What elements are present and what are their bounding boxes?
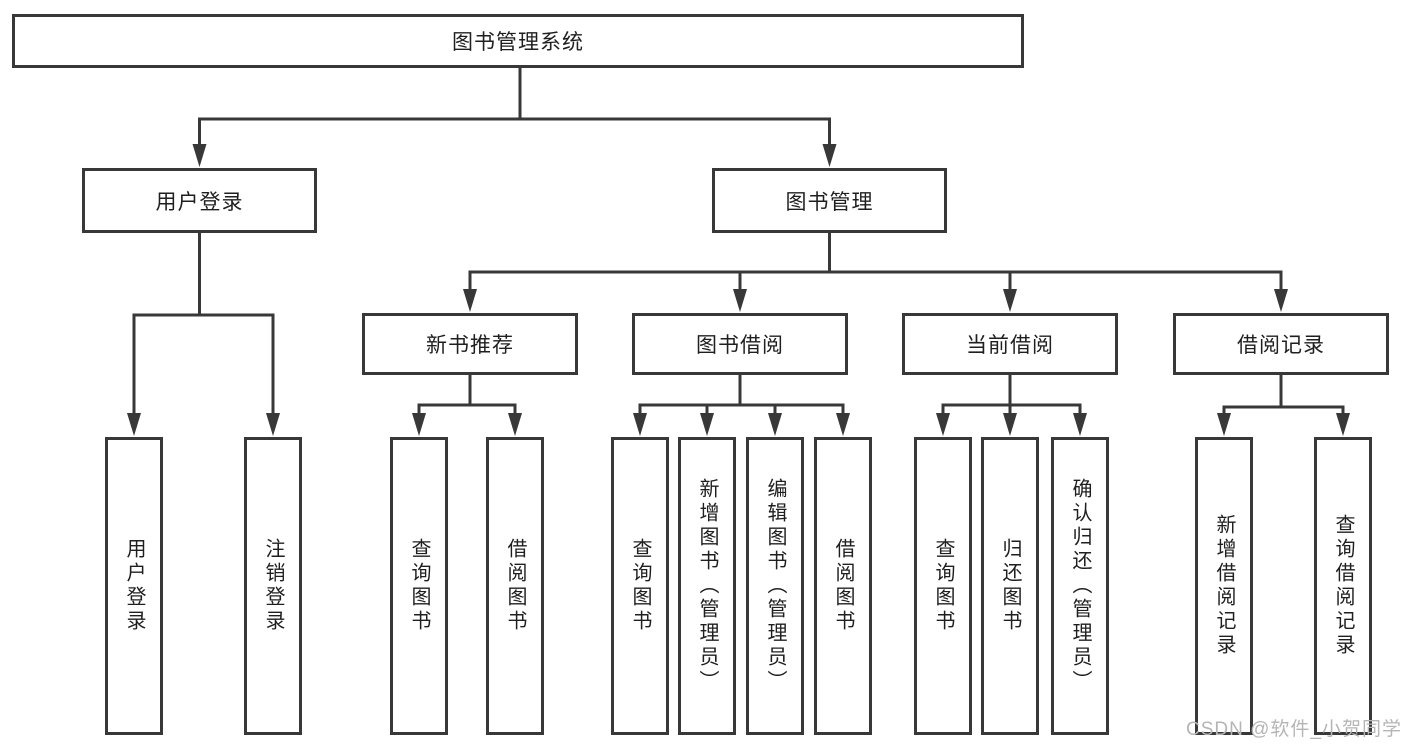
node-new-book-recommend: 新书推荐 — [362, 313, 578, 375]
leaf-confirm-return-admin: 确认归还（管理员） — [1051, 437, 1109, 735]
node-label: 查询图书 — [629, 538, 651, 634]
node-label: 新增借阅记录 — [1213, 514, 1235, 658]
arrowhead-icon — [700, 413, 714, 436]
arrowhead-icon — [633, 413, 647, 436]
leaf-query-books-recommend: 查询图书 — [390, 437, 448, 735]
node-current-borrowing: 当前借阅 — [902, 313, 1118, 375]
node-label: 确认归还（管理员） — [1069, 478, 1091, 694]
node-label: 借阅图书 — [504, 538, 526, 634]
csdn-watermark: CSDN @软件_小贺同学 — [1186, 719, 1402, 740]
leaf-query-books-borrowing: 查询图书 — [611, 437, 669, 735]
node-label: 当前借阅 — [966, 334, 1054, 357]
node-label: 注销登录 — [262, 538, 284, 634]
leaf-return-books: 归还图书 — [981, 437, 1039, 735]
connector-bookborrow-to-leaves — [638, 373, 845, 417]
node-label: 借阅图书 — [832, 538, 854, 634]
arrowhead-icon — [836, 413, 850, 436]
node-label: 新增图书（管理员） — [696, 478, 718, 694]
arrowheads — [127, 144, 1350, 436]
arrowhead-icon — [412, 413, 426, 436]
node-label: 编辑图书（管理员） — [764, 478, 786, 694]
node-label: 查询图书 — [932, 538, 954, 634]
arrowhead-icon — [1274, 289, 1288, 312]
connector-records-to-leaves — [1222, 373, 1345, 417]
leaf-user-login: 用户登录 — [105, 437, 163, 735]
leaf-logout: 注销登录 — [244, 437, 302, 735]
arrowhead-icon — [508, 413, 522, 436]
node-label: 图书管理 — [785, 190, 874, 214]
node-label: 用户登录 — [155, 190, 244, 214]
arrowhead-icon — [463, 289, 477, 312]
node-book-borrowing: 图书借阅 — [632, 313, 848, 375]
node-label: 归还图书 — [999, 538, 1021, 634]
arrowhead-icon — [936, 413, 950, 436]
node-label: 图书管理系统 — [452, 31, 584, 54]
leaf-borrow-books: 借阅图书 — [814, 437, 872, 735]
node-label: 新书推荐 — [426, 334, 514, 357]
node-borrowing-records: 借阅记录 — [1173, 313, 1389, 375]
arrowhead-icon — [822, 144, 837, 167]
connector-newbook-to-leaves — [417, 373, 517, 417]
leaf-add-books-admin: 新增图书（管理员） — [678, 437, 736, 735]
arrowhead-icon — [192, 144, 207, 167]
leaf-query-borrow-record: 查询借阅记录 — [1314, 437, 1372, 735]
node-label: 图书借阅 — [696, 334, 784, 357]
connector-currentborrow-to-leaves — [941, 373, 1082, 417]
arrowhead-icon — [127, 413, 141, 436]
connector-root-to-level2 — [198, 66, 831, 149]
leaf-query-books-current: 查询图书 — [914, 437, 972, 735]
connector-bookmgmt-to-level3 — [468, 231, 1283, 294]
arrowhead-icon — [1003, 289, 1017, 312]
node-library-system: 图书管理系统 — [12, 14, 1024, 68]
arrowhead-icon — [1217, 413, 1231, 436]
node-user-login: 用户登录 — [82, 168, 317, 233]
connector-userlogin-to-leaves — [132, 231, 275, 417]
node-label: 查询借阅记录 — [1332, 514, 1354, 658]
arrowhead-icon — [1336, 413, 1350, 436]
node-label: 查询图书 — [408, 538, 430, 634]
arrowhead-icon — [733, 289, 747, 312]
node-label: 借阅记录 — [1237, 334, 1325, 357]
leaf-edit-books-admin: 编辑图书（管理员） — [746, 437, 804, 735]
node-book-management: 图书管理 — [712, 168, 947, 233]
leaf-add-borrow-record: 新增借阅记录 — [1195, 437, 1253, 735]
arrowhead-icon — [266, 413, 280, 436]
leaf-borrow-books-recommend: 借阅图书 — [486, 437, 544, 735]
arrowhead-icon — [768, 413, 782, 436]
arrowhead-icon — [1073, 413, 1087, 436]
node-label: 用户登录 — [123, 538, 145, 634]
arrowhead-icon — [1003, 413, 1017, 436]
